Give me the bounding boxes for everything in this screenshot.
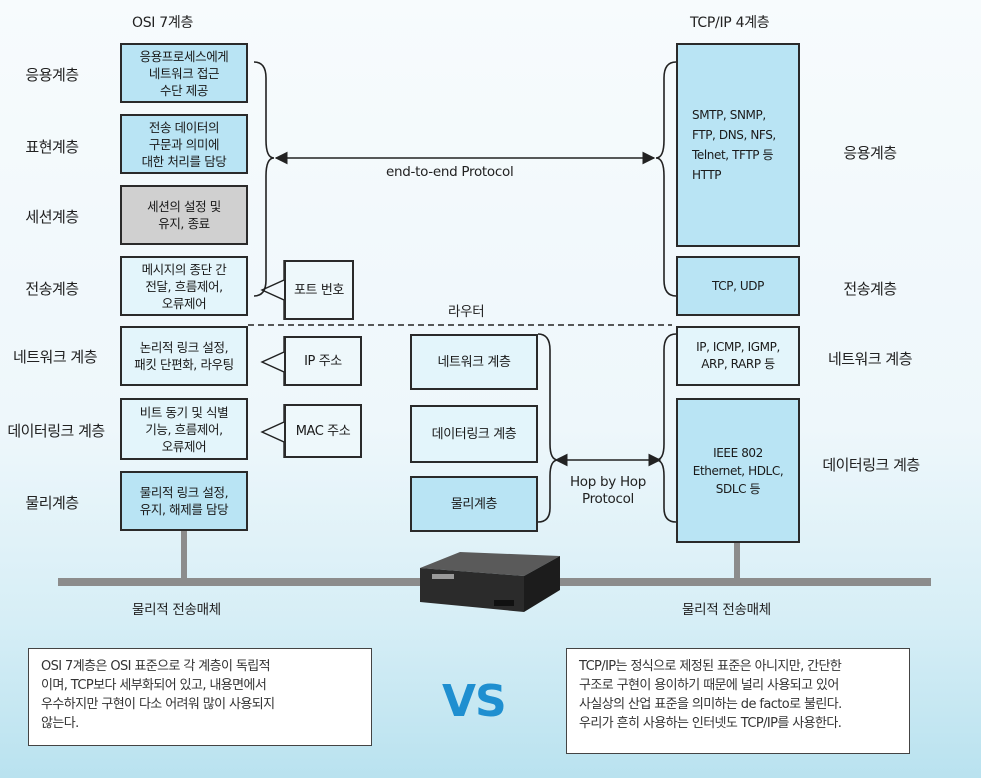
tcpip-label-application: 응용계층 <box>843 144 897 162</box>
router-label: 라우터 <box>448 304 485 320</box>
tcpip-box-transport: TCP, UDP <box>676 256 800 316</box>
hop-by-hop-label: Hop by Hop Protocol <box>569 474 647 507</box>
osi-box-session: 세션의 설정 및 유지, 종료 <box>120 185 248 245</box>
tcpip-label-transport: 전송계층 <box>843 280 897 298</box>
tcpip-box-datalink: IEEE 802 Ethernet, HDLC, SDLC 등 <box>676 398 800 543</box>
osi-label-physical: 물리계층 <box>25 494 79 512</box>
vs-label: VS <box>442 676 507 727</box>
tcpip-header: TCP/IP 4계층 <box>690 15 770 31</box>
osi-label-application: 응용계층 <box>25 66 79 84</box>
right-bracket-upper <box>655 61 677 297</box>
osi-note: OSI 7계층은 OSI 표준으로 각 계층이 독립적 이며, TCP보다 세부… <box>28 648 372 746</box>
osi-label-presentation: 표현계층 <box>25 138 79 156</box>
callout-mac: MAC 주소 <box>284 404 362 458</box>
osi-box-application: 응용프로세스에게 네트워크 접근 수단 제공 <box>120 43 248 103</box>
osi-box-transport: 메시지의 종단 간 전달, 흐름제어, 오류제어 <box>120 256 248 316</box>
osi-label-session: 세션계층 <box>25 208 79 226</box>
media-label-right: 물리적 전송매체 <box>682 602 771 618</box>
router-device-image <box>420 552 560 612</box>
tcpip-box-application: SMTP, SNMP, FTP, DNS, NFS, Telnet, TFTP … <box>676 43 800 247</box>
tcpip-stack-stub <box>734 543 740 580</box>
tcpip-label-datalink: 데이터링크 계층 <box>822 456 920 474</box>
osi-stack-stub <box>181 531 187 580</box>
router-box-network: 네트워크 계층 <box>410 334 538 390</box>
osi-header: OSI 7계층 <box>132 15 194 31</box>
tcpip-box-network: IP, ICMP, IGMP, ARP, RARP 등 <box>676 326 800 386</box>
tcpip-note: TCP/IP는 정식으로 제정된 표준은 아니지만, 간단한 구조로 구현이 용… <box>566 648 910 754</box>
media-label-left: 물리적 전송매체 <box>132 602 221 618</box>
tcpip-label-network: 네트워크 계층 <box>827 350 913 368</box>
right-bracket-lower <box>655 333 677 523</box>
callout-mac-bracket <box>260 404 285 458</box>
left-bracket-upper <box>253 61 275 297</box>
osi-label-network: 네트워크 계층 <box>12 348 98 366</box>
callout-ip: IP 주소 <box>284 336 362 386</box>
router-box-physical: 물리계층 <box>410 476 538 532</box>
osi-box-datalink: 비트 동기 및 식별 기능, 흐름제어, 오류제어 <box>120 398 248 460</box>
router-box-datalink: 데이터링크 계층 <box>410 405 538 463</box>
osi-label-datalink: 데이터링크 계층 <box>7 422 105 440</box>
osi-box-physical: 물리적 링크 설정, 유지, 해제를 담당 <box>120 471 248 531</box>
end-to-end-label: end-to-end Protocol <box>386 164 514 180</box>
osi-label-transport: 전송계층 <box>25 280 79 298</box>
callout-port: 포트 번호 <box>284 260 354 320</box>
callout-ip-bracket <box>260 336 285 386</box>
osi-box-network: 논리적 링크 설정, 패킷 단편화, 라우팅 <box>120 326 248 386</box>
router-bracket <box>537 333 559 523</box>
osi-box-presentation: 전송 데이터의 구문과 의미에 대한 처리를 담당 <box>120 114 248 174</box>
